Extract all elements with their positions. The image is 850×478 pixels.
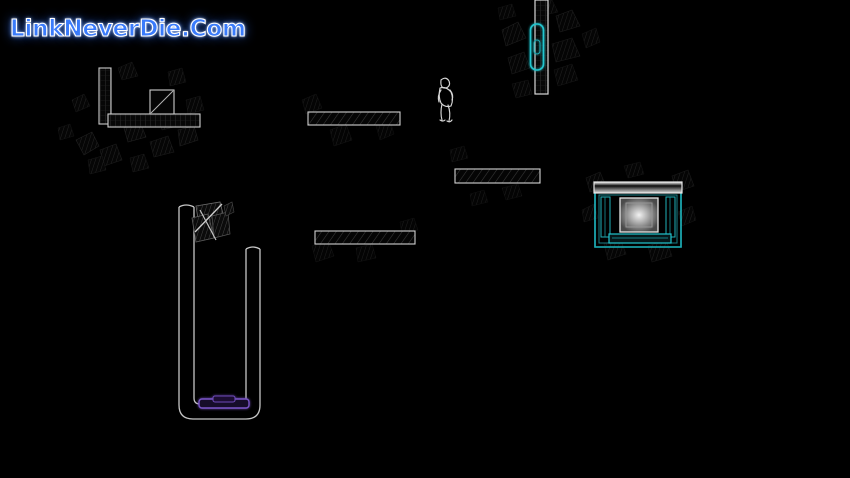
- small-crate-box[interactable]: [149, 89, 175, 115]
- floating-platform-middle: [454, 168, 541, 184]
- debris-cluster-pit-rim: [191, 201, 235, 243]
- cyan-machine-portal[interactable]: [593, 181, 683, 248]
- debris-cluster-platform-scatter: [301, 93, 523, 263]
- vertical-wall-left: [98, 67, 112, 125]
- player-character: [437, 77, 454, 123]
- machine-bottom-bar: [608, 233, 672, 244]
- floating-platform-lower-left: [314, 230, 416, 245]
- vertical-column-top: [534, 0, 549, 95]
- machine-top-bar: [593, 181, 683, 194]
- debris-cluster-top-column: [497, 0, 601, 99]
- glowing-core: [619, 197, 659, 233]
- floating-platform-upper-left: [307, 111, 401, 126]
- purple-object-in-pit[interactable]: [198, 395, 250, 409]
- ledge-platform-left: [107, 113, 201, 128]
- cyan-switch-in-column[interactable]: [529, 23, 545, 71]
